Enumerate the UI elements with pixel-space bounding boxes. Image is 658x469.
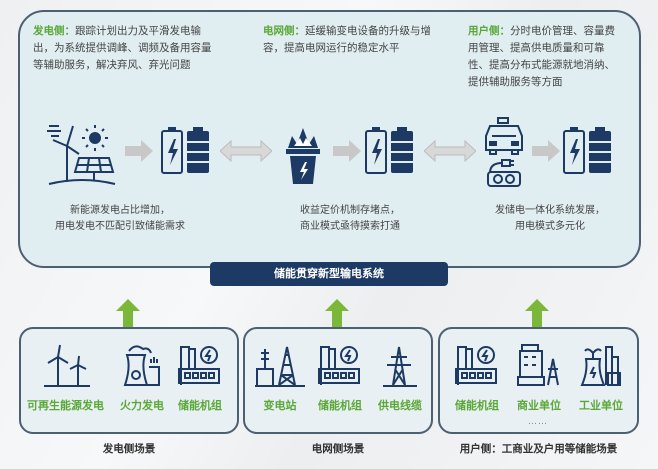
battery-icon <box>563 127 611 174</box>
caption-line: 商业模式亟待摸索打通 <box>300 221 400 232</box>
scene-item-substation: 变电站 <box>255 343 305 413</box>
top-panel <box>18 10 641 268</box>
thermal-plant-icon <box>123 345 160 386</box>
scene-item-storage: 储能机组 <box>317 343 363 413</box>
scene-item-renewable: 可再生能源发电 <box>27 343 104 413</box>
grid-description: 电网侧：延缓输变电设备的升级与增容，提高电网运行的稳定水平 <box>263 23 443 57</box>
user-description: 用户侧：分时电价管理、容量费用管理、提高供电质量和可靠性、提高分布式能源就地消纳… <box>468 23 618 91</box>
scene-item-label: 储能机组 <box>318 399 362 412</box>
scene-item-label: 火力发电 <box>120 399 164 412</box>
user-scene-panel: 储能机组 商业单位 工业单位 …… <box>438 327 639 434</box>
generation-description: 发电侧：跟踪计划出力及平滑发电输出，为系统提供调峰、调频及备用容量等辅助服务，解… <box>33 23 213 74</box>
ev-charging-icon <box>485 117 523 187</box>
scene-item-commercial: 商业单位 <box>516 343 562 413</box>
scene-item-industrial: 工业单位 <box>578 343 624 413</box>
wind-solar-icon <box>47 125 116 185</box>
user-caption: 发储电一体化系统发展， 用电模式多元化 <box>470 203 630 235</box>
scene-title: 发电侧场景 <box>102 443 156 455</box>
caption-line: 用电发电不匹配引致储能需求 <box>55 221 185 232</box>
commercial-building-icon <box>517 344 559 386</box>
scene-item-label: 工业单位 <box>579 399 623 412</box>
storage-plant-icon <box>178 346 220 385</box>
arrow-right-icon <box>333 140 361 162</box>
arrow-right-icon <box>125 140 153 162</box>
arrow-up-icon <box>525 299 549 329</box>
battery-icon <box>365 127 413 174</box>
scene-item-power-line: 供电线缆 <box>377 343 423 413</box>
double-arrow-icon <box>220 140 272 162</box>
more-indicator: …… <box>528 417 548 427</box>
power-plant-icon <box>286 128 320 184</box>
scene-item-label: 商业单位 <box>517 399 561 412</box>
scene-item-label: 变电站 <box>263 399 297 412</box>
generation-text: 跟踪计划出力及平滑发电输出，为系统提供调峰、调频及备用容量等辅助服务，解决弃风、… <box>33 25 212 71</box>
caption-line: 用电模式多元化 <box>515 221 585 232</box>
scene-title: 电网侧场景 <box>311 443 365 455</box>
caption-line: 发储电一体化系统发展， <box>495 205 605 216</box>
scene-item-label: 储能机组 <box>455 399 499 412</box>
scene-title: 用户侧：工商业及户用等储能场景 <box>459 443 618 455</box>
industrial-plant-icon <box>580 346 621 386</box>
grid-text: 延缓输变电设备的升级与增容，提高电网运行的稳定水平 <box>263 25 431 54</box>
battery-icon <box>161 127 209 174</box>
substation-icon <box>255 346 305 387</box>
scene-item-storage: 储能机组 <box>454 343 500 413</box>
scene-item-thermal: 火力发电 <box>119 343 165 413</box>
storage-plant-icon <box>318 346 360 385</box>
transmission-tower-icon <box>383 346 417 387</box>
caption-line: 新能源发电占比增加， <box>70 205 170 216</box>
arrow-up-icon <box>116 299 140 329</box>
storage-plant-icon <box>455 346 497 385</box>
double-arrow-icon <box>424 140 476 162</box>
grid-caption: 收益定价机制存堵点， 商业模式亟待摸索打通 <box>275 203 425 235</box>
generation-caption: 新能源发电占比增加， 用电发电不匹配引致储能需求 <box>40 203 200 235</box>
user-text: 分时电价管理、容量费用管理、提高供电质量和可靠性、提高分布式能源就地消纳、提供辅… <box>468 25 615 88</box>
generation-label: 发电侧： <box>33 25 75 37</box>
scene-item-label: 储能机组 <box>178 399 222 412</box>
grid-scene-panel: 变电站 储能机组 供电线缆 <box>243 327 433 434</box>
scene-item-storage: 储能机组 <box>177 343 223 413</box>
grid-label: 电网侧： <box>263 25 305 37</box>
arrow-up-icon <box>325 299 349 329</box>
wind-turbine-icon <box>43 344 90 387</box>
arrow-right-icon <box>532 140 560 162</box>
scene-item-label: 供电线缆 <box>378 399 422 412</box>
caption-line: 收益定价机制存堵点， <box>300 205 400 216</box>
generation-scene-panel: 可再生能源发电 火力发电 储能机组 <box>19 327 239 434</box>
banner: 储能贯穿新型输电系统 <box>210 262 448 286</box>
user-label: 用户侧： <box>468 25 510 37</box>
scene-item-label: 可再生能源发电 <box>27 399 104 412</box>
